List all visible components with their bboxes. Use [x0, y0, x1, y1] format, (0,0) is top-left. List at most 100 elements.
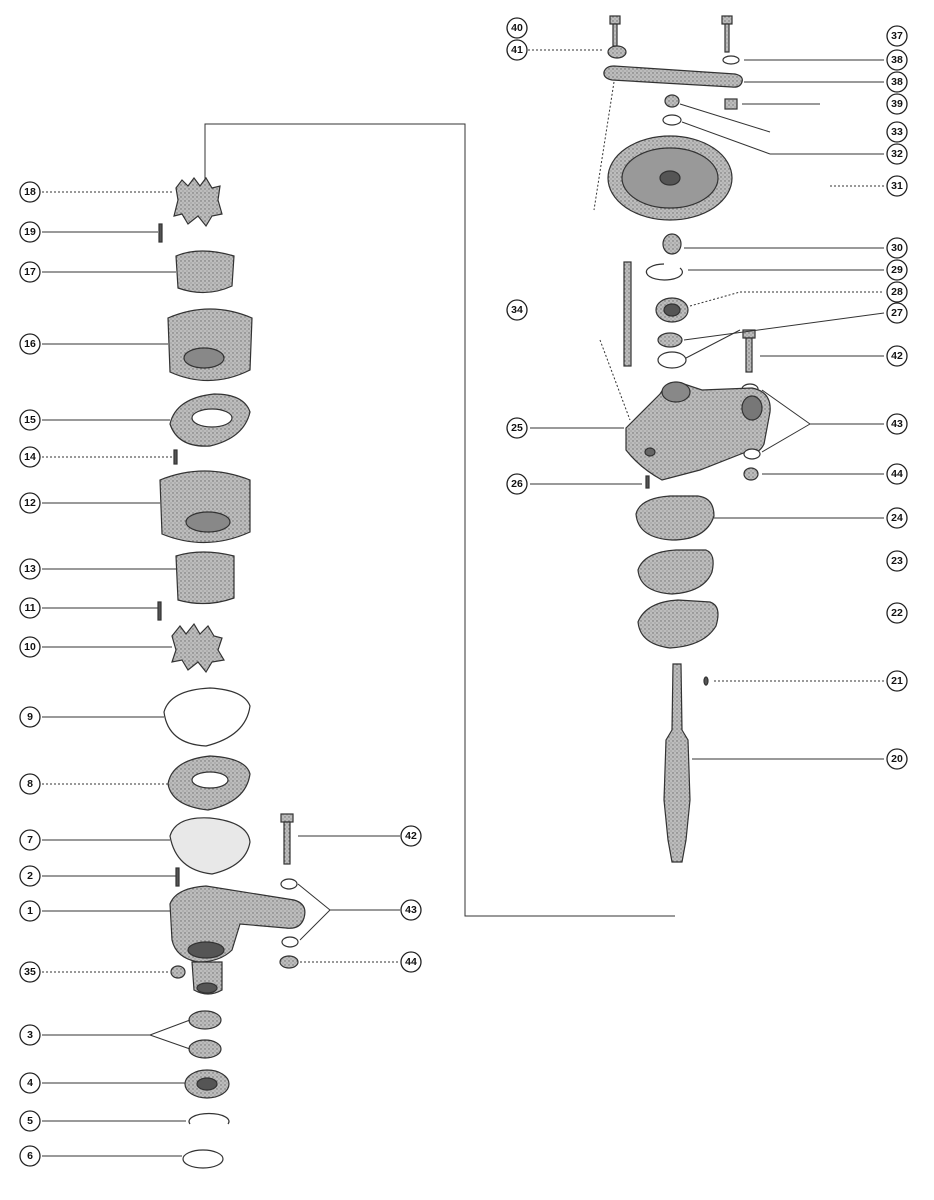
svg-text:31: 31 — [891, 180, 903, 192]
liner-part-17 — [175, 250, 235, 294]
assembly-connector-line — [204, 123, 675, 917]
callout-37: 37 — [886, 25, 908, 47]
svg-text:35: 35 — [24, 966, 36, 978]
svg-text:29: 29 — [891, 264, 903, 276]
callout-40: 40 — [506, 17, 528, 39]
svg-text:34: 34 — [511, 304, 523, 316]
callout-27: 27 — [886, 302, 908, 324]
left-assembly — [157, 176, 306, 1169]
base-housing-part-1 — [169, 885, 306, 995]
svg-text:19: 19 — [24, 226, 36, 238]
long-stud-part — [623, 261, 632, 367]
callout-32: 32 — [886, 143, 908, 165]
svg-text:23: 23 — [891, 555, 903, 567]
gasket-part-22 — [637, 599, 719, 649]
callout-25: 25 — [506, 417, 528, 439]
callout-43-left: 43 — [400, 899, 422, 921]
svg-text:33: 33 — [891, 126, 903, 138]
screw-part-37 — [721, 15, 733, 53]
washer-part-43-right-b — [743, 448, 761, 460]
svg-text:21: 21 — [891, 675, 903, 687]
callout-34: 34 — [506, 299, 528, 321]
callout-16: 16 — [19, 333, 41, 355]
callout-15: 15 — [19, 409, 41, 431]
svg-text:7: 7 — [27, 834, 33, 846]
nut-part-39 — [724, 98, 738, 110]
svg-text:44: 44 — [405, 956, 417, 968]
callout-2: 2 — [19, 865, 41, 887]
svg-text:9: 9 — [27, 711, 33, 723]
callout-4: 4 — [19, 1072, 41, 1094]
plate-part-23 — [637, 549, 714, 595]
callout-23: 23 — [886, 550, 908, 572]
callout-30: 30 — [886, 237, 908, 259]
screw-part-40 — [609, 15, 621, 47]
pin-part-2 — [175, 867, 180, 887]
callout-39: 39 — [886, 93, 908, 115]
callout-7: 7 — [19, 829, 41, 851]
nut-part-44-right — [743, 467, 759, 481]
callout-22: 22 — [886, 602, 908, 624]
callout-6: 6 — [19, 1145, 41, 1167]
svg-text:5: 5 — [27, 1115, 33, 1127]
svg-text:27: 27 — [891, 307, 903, 319]
plate-part-8 — [167, 755, 251, 811]
callout-44-left: 44 — [400, 951, 422, 973]
svg-text:44: 44 — [891, 468, 903, 480]
gasket-part-9 — [163, 687, 251, 747]
plate-part-15 — [169, 393, 251, 447]
svg-text:20: 20 — [891, 753, 903, 765]
callout-9: 9 — [19, 706, 41, 728]
callout-8: 8 — [19, 773, 41, 795]
link-bar-part — [603, 65, 743, 88]
callouts: 40 41 37 38 38 39 33 32 31 30 29 28 27 4… — [19, 17, 908, 1167]
svg-text:39: 39 — [891, 98, 903, 110]
callout-21: 21 — [886, 670, 908, 692]
seal-part-27b — [657, 351, 687, 369]
washer-part-32 — [662, 114, 682, 126]
gasket-part-7 — [169, 817, 251, 875]
callout-29: 29 — [886, 259, 908, 281]
svg-text:14: 14 — [24, 451, 36, 463]
snap-ring-part-29 — [645, 263, 683, 281]
callout-43-right: 43 — [886, 413, 908, 435]
callout-26: 26 — [506, 473, 528, 495]
svg-text:3: 3 — [27, 1029, 33, 1041]
callout-18: 18 — [19, 181, 41, 203]
impeller-part-10 — [171, 622, 225, 674]
callout-20: 20 — [886, 748, 908, 770]
callout-13: 13 — [19, 558, 41, 580]
svg-text:43: 43 — [405, 904, 417, 916]
svg-text:6: 6 — [27, 1150, 33, 1162]
svg-text:18: 18 — [24, 186, 36, 198]
callout-42-right: 42 — [886, 345, 908, 367]
callout-24: 24 — [886, 507, 908, 529]
callout-38b: 38 — [886, 71, 908, 93]
svg-text:38: 38 — [891, 76, 903, 88]
svg-text:43: 43 — [891, 418, 903, 430]
svg-text:42: 42 — [405, 830, 417, 842]
svg-text:10: 10 — [24, 641, 36, 653]
seal-part-3b — [188, 1039, 222, 1059]
svg-text:28: 28 — [891, 286, 903, 298]
callout-10: 10 — [19, 636, 41, 658]
pump-housing-part-12 — [159, 470, 251, 544]
washer-part-6 — [182, 1149, 224, 1169]
svg-text:38: 38 — [891, 54, 903, 66]
pin-part-14 — [173, 449, 178, 465]
shaft-part-20 — [663, 663, 691, 863]
nut-part-33 — [664, 94, 680, 108]
svg-text:32: 32 — [891, 148, 903, 160]
snap-ring-part-5 — [188, 1112, 230, 1125]
svg-text:17: 17 — [24, 266, 36, 278]
seal-part-3a — [188, 1010, 222, 1030]
callout-12: 12 — [19, 492, 41, 514]
callout-11: 11 — [19, 597, 41, 619]
bearing-part-28 — [655, 297, 689, 323]
svg-text:25: 25 — [511, 422, 523, 434]
washer-part-43-left-a — [280, 878, 298, 890]
washer-part-43-left-b — [281, 936, 299, 948]
svg-text:42: 42 — [891, 350, 903, 362]
svg-text:4: 4 — [27, 1077, 33, 1089]
svg-text:41: 41 — [511, 44, 523, 56]
